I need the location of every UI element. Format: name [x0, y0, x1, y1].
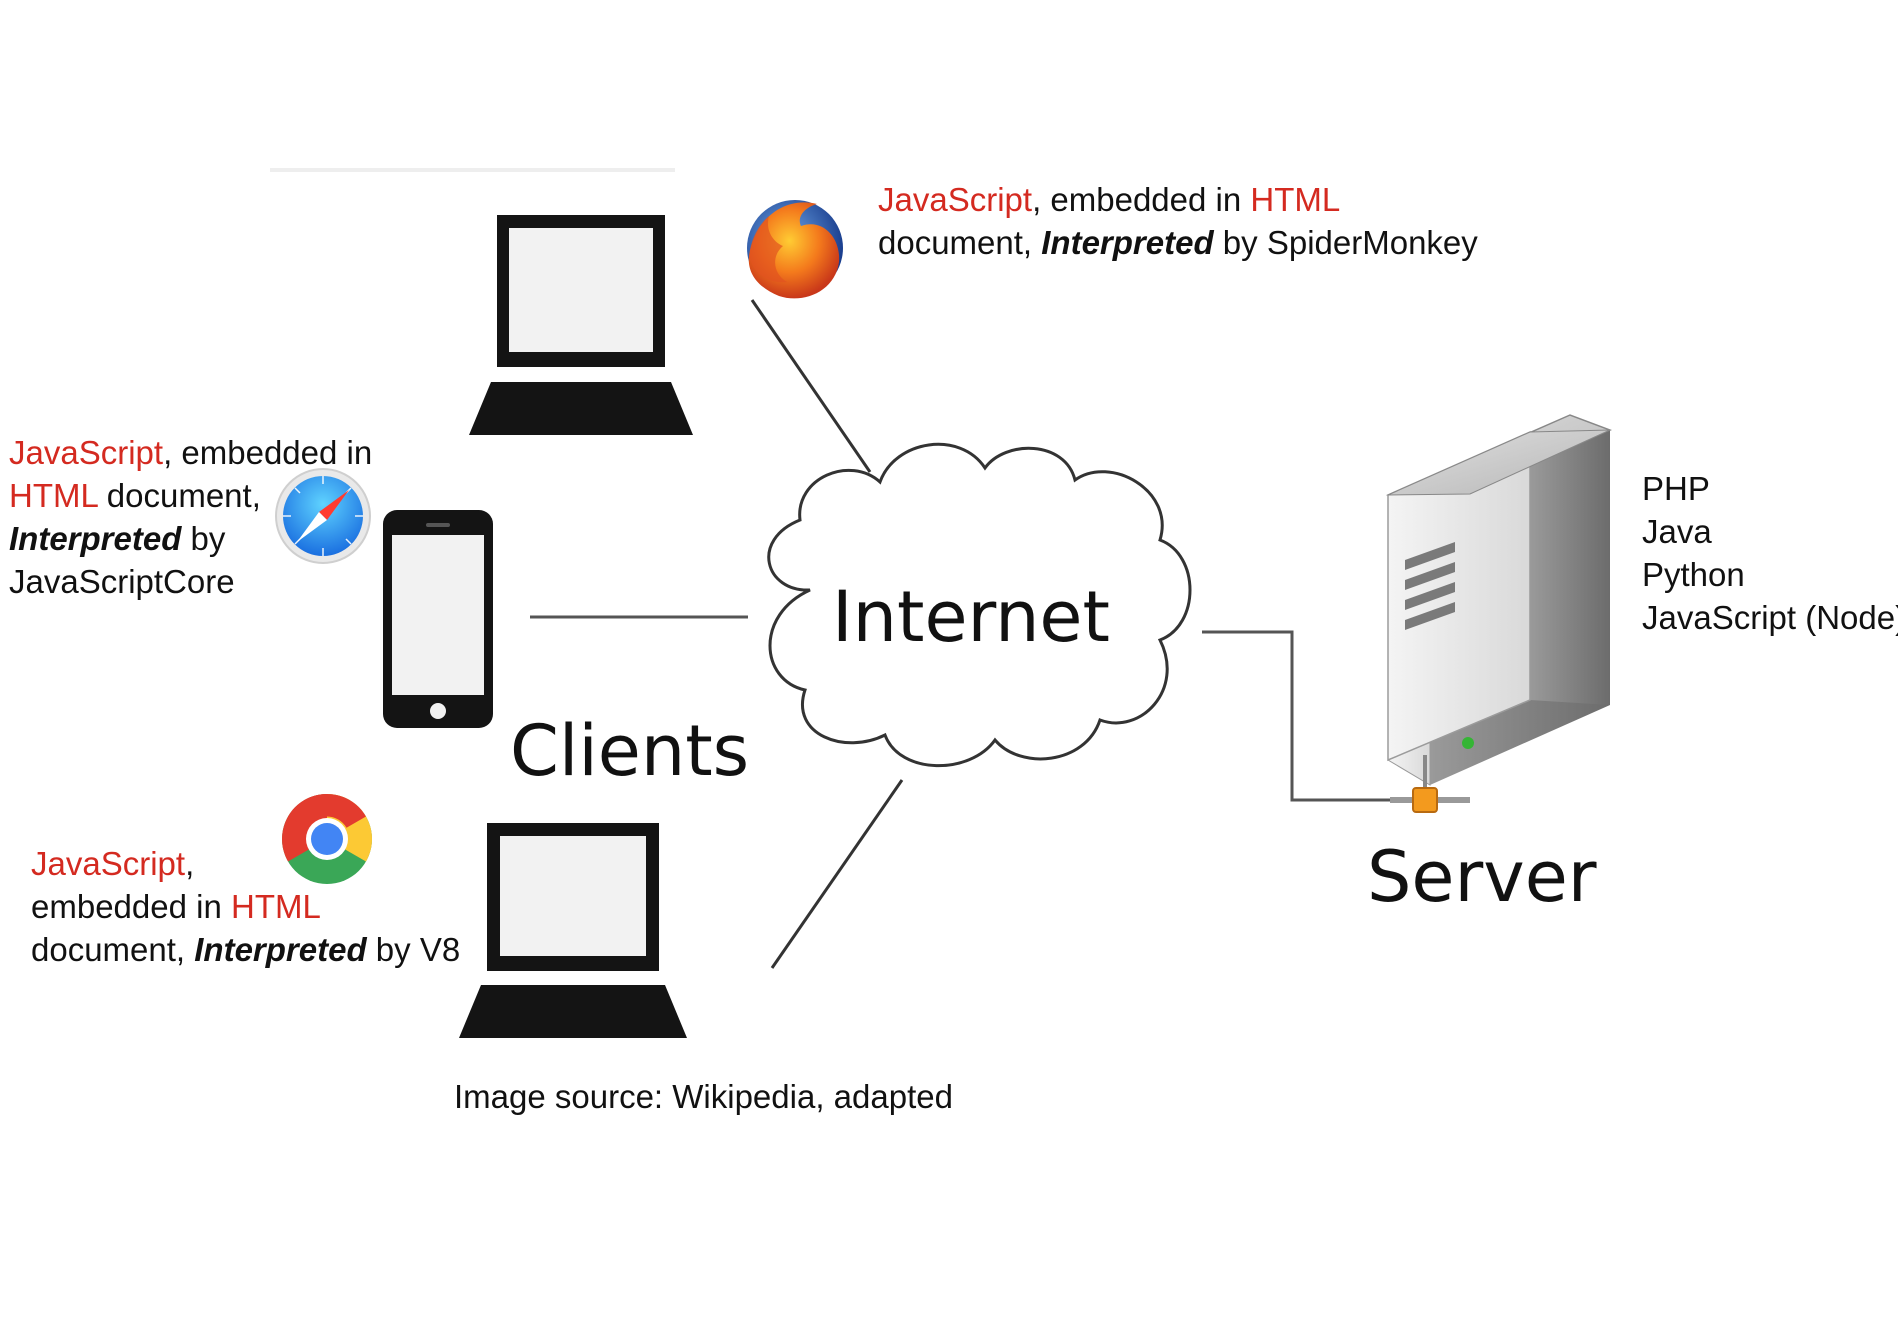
interpreted-emphasis: Interpreted — [1041, 224, 1214, 261]
annotation-text: , embedded in — [163, 434, 373, 471]
laptop-icon — [459, 823, 687, 1038]
chrome-annotation: JavaScript, embedded in HTML document, I… — [31, 842, 460, 971]
markup-name: HTML — [230, 888, 321, 925]
server-label: Server — [1367, 836, 1597, 918]
laptop-icon — [469, 215, 693, 435]
cloud-label: Internet — [832, 576, 1110, 658]
language-name: JavaScript — [31, 845, 186, 882]
engine-name: JavaScriptCore — [9, 563, 235, 600]
annotation-text: , — [185, 845, 195, 882]
server-language-item: Python — [1642, 556, 1745, 593]
connections — [530, 299, 1425, 969]
server-language-item: Java — [1642, 513, 1712, 550]
network-connector-icon — [1390, 755, 1470, 813]
safari-annotation: JavaScript, embedded in HTML document, I… — [9, 431, 372, 603]
link-laptop-top — [750, 299, 872, 473]
interpreted-emphasis: Interpreted — [9, 520, 182, 557]
server-language-item: PHP — [1642, 470, 1710, 507]
smartphone-icon — [383, 510, 493, 728]
image-source-note: Image source: Wikipedia, adapted — [454, 1078, 953, 1115]
interpreted-emphasis: Interpreted — [194, 931, 367, 968]
annotation-text: by — [181, 520, 226, 557]
annotation-text: document, — [97, 477, 261, 514]
annotation-text: by SpiderMonkey — [1213, 224, 1478, 261]
cloud-icon — [767, 442, 1192, 768]
safari-annotation-line-1: JavaScript, embedded in — [9, 431, 372, 474]
server-languages: PHP Java Python JavaScript (Node) — [1642, 467, 1898, 639]
firefox-annotation-line-2: document, Interpreted by SpiderMonkey — [878, 221, 1478, 264]
markup-name: HTML — [1250, 181, 1341, 218]
safari-icon — [275, 468, 371, 564]
language-name: JavaScript — [9, 434, 164, 471]
language-name: JavaScript — [878, 181, 1033, 218]
annotation-text: by V8 — [366, 931, 461, 968]
annotation-text: , embedded in — [1032, 181, 1251, 218]
clients-label: Clients — [510, 710, 750, 792]
chrome-annotation-line-1: JavaScript, — [31, 842, 460, 885]
link-server — [1202, 630, 1425, 802]
firefox-icon — [747, 200, 843, 299]
chrome-icon — [282, 794, 372, 884]
firefox-annotation: JavaScript, embedded in HTML document, I… — [878, 178, 1478, 264]
annotation-text: document, — [878, 224, 1042, 261]
markup-name: HTML — [9, 477, 98, 514]
server-language-item: JavaScript (Node) — [1642, 599, 1898, 636]
safari-annotation-line-2: HTML document, — [9, 474, 372, 517]
annotation-text: embedded in — [31, 888, 231, 925]
link-laptop-bottom — [770, 779, 904, 969]
chrome-annotation-line-2: embedded in HTML — [31, 885, 460, 928]
safari-annotation-line-4: JavaScriptCore — [9, 560, 372, 603]
safari-annotation-line-3: Interpreted by — [9, 517, 372, 560]
server-icon — [1385, 414, 1612, 786]
firefox-annotation-line-1: JavaScript, embedded in HTML — [878, 178, 1478, 221]
annotation-text: document, — [31, 931, 195, 968]
chrome-annotation-line-3: document, Interpreted by V8 — [31, 928, 460, 971]
